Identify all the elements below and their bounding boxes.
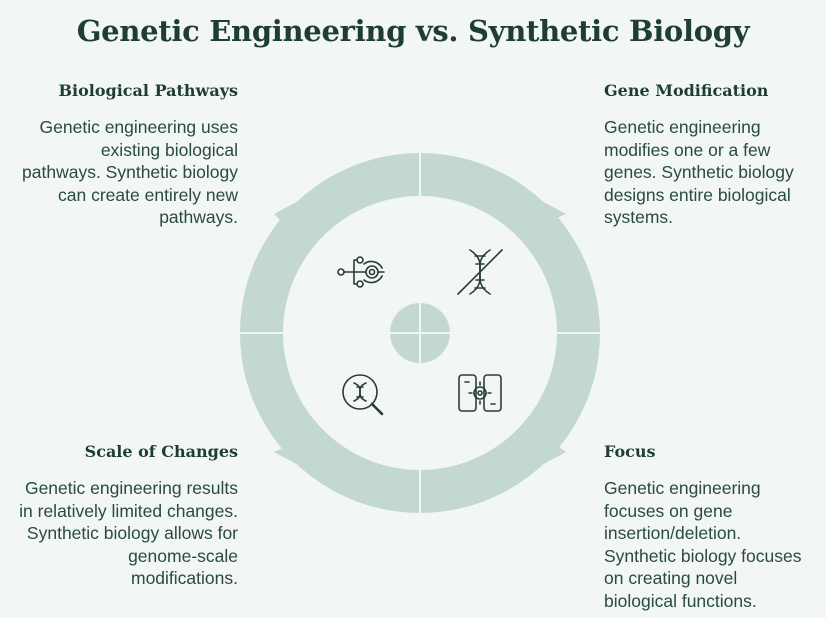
text-line: can create entirely new	[58, 184, 238, 205]
text-line: genome-scale	[128, 545, 238, 566]
ring	[237, 150, 603, 516]
text-line: pathways. Synthetic biology	[22, 162, 238, 182]
text-line: pathways.	[159, 207, 238, 227]
heading-focus: Focus	[604, 442, 656, 461]
heading-scale-of-changes: Scale of Changes	[84, 442, 238, 461]
text-line: insertion/deletion.	[604, 523, 742, 543]
text-line: modifies one or a few	[604, 139, 771, 160]
text-line: Genetic engineering	[604, 117, 761, 137]
text-biological-pathways: Genetic engineering uses existing biolog…	[22, 116, 238, 229]
text-focus: Genetic engineering focuses on gene inse…	[604, 477, 801, 612]
text-line: in relatively limited changes.	[19, 500, 238, 521]
arrow-tip-top-left	[274, 200, 300, 222]
heading-biological-pathways: Biological Pathways	[58, 81, 238, 100]
text-gene-modification: Genetic engineering modifies one or a fe…	[604, 116, 794, 229]
arrow-tip-bottom-right	[540, 446, 566, 466]
heading-gene-modification: Gene Modification	[604, 81, 769, 100]
gene-module-icon	[458, 374, 502, 412]
text-scale-of-changes: Genetic engineering results in relativel…	[19, 477, 238, 590]
text-line: designs entire biological	[604, 184, 791, 205]
text-line: Synthetic biology allows for	[26, 523, 238, 543]
text-line: systems.	[604, 207, 674, 227]
text-line: Genetic engineering	[604, 478, 761, 498]
text-line: Genetic engineering uses	[39, 117, 238, 137]
arrow-tip-bottom-left	[274, 444, 300, 466]
text-line: existing biological	[100, 139, 238, 160]
text-line: biological functions.	[604, 590, 757, 611]
text-line: Genetic engineering results	[24, 478, 238, 498]
text-line: modifications.	[131, 568, 238, 588]
dna-magnifier-icon	[342, 374, 384, 416]
ring-segment-top-right	[420, 153, 600, 333]
pathway-network-icon	[337, 256, 385, 288]
text-line: focuses on gene	[604, 500, 733, 521]
ring-segment-bottom-right	[420, 333, 600, 513]
ring-segment-top-left	[240, 153, 420, 333]
text-line: genes. Synthetic biology	[604, 162, 794, 182]
arrow-tip-top-right	[540, 200, 566, 222]
text-line: on creating novel	[604, 568, 738, 588]
crossed-dna-icon	[457, 249, 503, 295]
text-line: Synthetic biology focuses	[604, 545, 802, 566]
page-title: Genetic Engineering vs. Synthetic Biolog…	[76, 14, 750, 48]
ring-segment-bottom-left	[240, 333, 420, 513]
